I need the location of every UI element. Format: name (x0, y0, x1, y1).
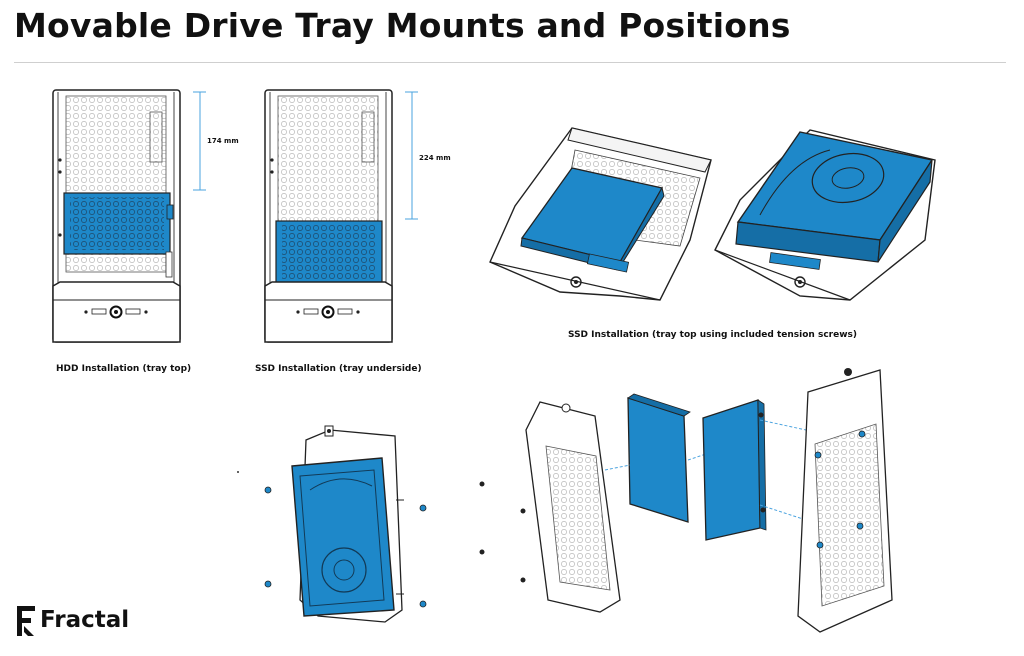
hdd-screws (237, 471, 427, 608)
caption-ssd-tray-underside: SSD Installation (tray underside) (255, 364, 422, 374)
hdd-drive (291, 457, 395, 617)
ssd-dimension-line (405, 91, 418, 220)
page-title: Movable Drive Tray Mounts and Positions (14, 6, 791, 45)
hdd-tray-exploded (291, 425, 404, 623)
hdd-dimension-label: 174 mm (207, 137, 239, 145)
title-divider (14, 62, 1006, 63)
tray-with-ssd (489, 127, 712, 301)
ssd-drive-left (604, 393, 713, 523)
ssd-tray-exploded (525, 401, 621, 613)
hdd-dimension-line (193, 91, 206, 191)
fractal-logo-icon (17, 606, 35, 636)
ssd-screws (479, 412, 766, 583)
caption-hdd-tray-top: HDD Installation (tray top) (56, 364, 192, 374)
case-hdd-tray-top (52, 89, 181, 343)
brand-name: Fractal (40, 607, 130, 633)
ssd-drive-right (702, 399, 807, 541)
ssd-dimension-label: 224 mm (419, 154, 451, 162)
caption-ssd-tray-top-screws: SSD Installation (tray top using include… (568, 330, 857, 340)
case-ssd-tray-underside (264, 89, 393, 343)
tray-with-hdd (714, 129, 936, 301)
tray-back-panel (797, 368, 893, 633)
